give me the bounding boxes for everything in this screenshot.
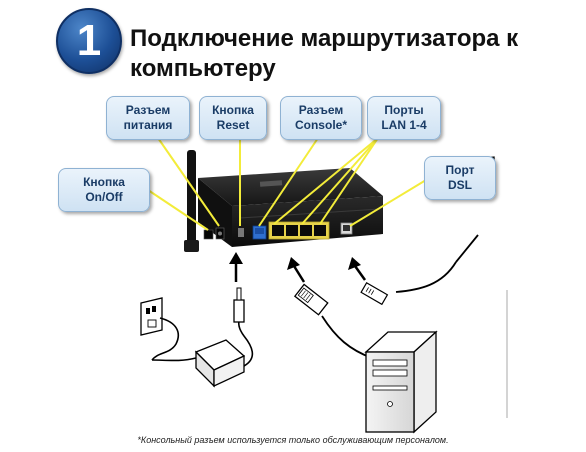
- dsl-plug: [360, 281, 389, 306]
- dsl-port: [340, 222, 353, 235]
- callout-dsl-port: Порт DSL: [424, 156, 496, 200]
- step-number-badge: 1: [56, 8, 122, 74]
- callout-lan-line1: Порты: [384, 103, 424, 117]
- console-port: [252, 225, 267, 240]
- onoff-button: [203, 229, 214, 240]
- power-plug: [233, 287, 245, 323]
- dsl-cable: [395, 261, 457, 293]
- power-adapter: [151, 339, 246, 388]
- callout-lan-ports: Порты LAN 1-4: [367, 96, 441, 140]
- lan-ports: [268, 221, 330, 240]
- callout-power-jack-line2: питания: [123, 118, 173, 132]
- leader-lines: [147, 137, 427, 231]
- ethernet-plug: [293, 283, 329, 316]
- callout-onoff-line2: On/Off: [85, 190, 123, 204]
- callout-dsl-line2: DSL: [448, 178, 472, 192]
- page-title: Подключение маршрутизатора к компьютеру: [130, 24, 570, 84]
- step-number: 1: [76, 16, 102, 65]
- callout-reset-line2: Reset: [216, 118, 250, 132]
- callout-power-jack: Разъем питания: [106, 96, 190, 140]
- callout-console-line1: Разъем: [298, 103, 344, 117]
- title-line-1: Подключение маршрутизатора к: [130, 25, 519, 52]
- callout-power-jack-line1: Разъем: [125, 103, 171, 117]
- power-wall-outlet: [140, 297, 180, 361]
- callout-reset-line1: Кнопка: [212, 103, 254, 117]
- callout-console-port: Разъем Console*: [280, 96, 362, 140]
- power-jack: [215, 227, 225, 240]
- callout-lan-line2: LAN 1-4: [381, 118, 427, 132]
- callout-onoff-line1: Кнопка: [83, 175, 125, 189]
- arrow-dsl: [348, 257, 367, 281]
- computer-tower: [364, 330, 438, 434]
- reset-button: [238, 228, 244, 237]
- callout-dsl-line1: Порт: [445, 163, 475, 177]
- callout-onoff-button: Кнопка On/Off: [58, 168, 150, 212]
- footnote: *Консольный разъем используется только о…: [137, 435, 449, 445]
- callout-reset-button: Кнопка Reset: [199, 96, 267, 140]
- arrow-power: [229, 252, 243, 282]
- ethernet-cable: [321, 315, 373, 359]
- title-line-2: компьютеру: [130, 55, 276, 82]
- antenna: [184, 150, 199, 252]
- arrow-lan: [287, 257, 306, 283]
- callout-console-line2: Console*: [294, 118, 347, 132]
